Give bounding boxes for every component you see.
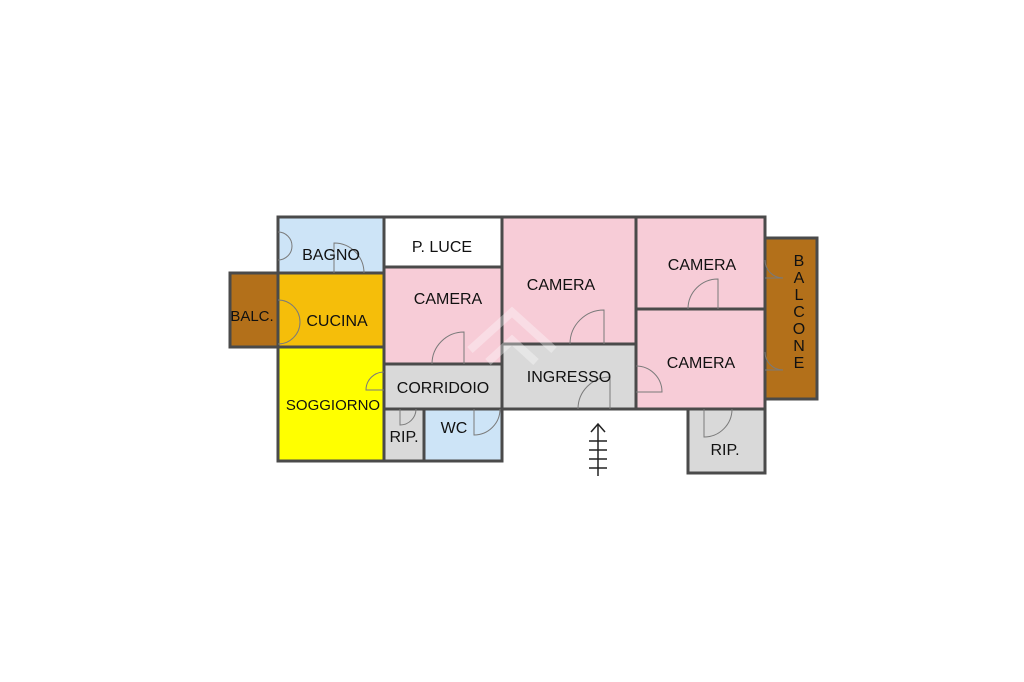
label-balcone-letter: C [793, 304, 805, 321]
door-soggiorno [365, 371, 385, 391]
label-cucina: CUCINA [306, 313, 368, 330]
door-bagno-side [277, 231, 293, 261]
label-balc: BALC. [230, 308, 273, 325]
room-labels: BAGNO P. LUCE CAMERA CAMERA CAMERA CAMER… [230, 239, 805, 459]
camera-2-area [502, 217, 636, 344]
label-balcone-letter: E [794, 355, 805, 372]
label-balcone-letter: N [793, 338, 805, 355]
entrance-stairs-icon [589, 422, 607, 476]
balc-area [230, 273, 278, 347]
label-soggiorno: SOGGIORNO [286, 397, 380, 414]
soggiorno-area [278, 347, 384, 461]
corridoio-area [384, 364, 502, 409]
label-balcone-letter: B [794, 253, 805, 270]
label-ingresso: INGRESSO [527, 369, 611, 386]
rip-2-wall [686, 409, 767, 475]
door-camera-2 [569, 309, 605, 345]
door-camera-1 [431, 331, 465, 365]
balcone-area [765, 238, 817, 399]
walls [228, 215, 819, 475]
door-camera-3 [687, 278, 719, 310]
cucina-area [278, 273, 384, 347]
label-rip-2: RIP. [710, 442, 739, 459]
label-camera-1: CAMERA [414, 291, 483, 308]
camera-1-area [384, 267, 502, 364]
rip-1-area [384, 409, 424, 461]
door-rip-1 [399, 408, 417, 426]
balc-wall [228, 271, 278, 349]
door-balcone-2 [764, 351, 784, 371]
balcone-wall [765, 236, 819, 401]
door-balcone-1 [764, 259, 784, 279]
watermark-logo [467, 306, 557, 365]
camera-3-area [636, 217, 765, 309]
label-bagno: BAGNO [302, 247, 360, 264]
label-balcone-letter: A [794, 270, 805, 287]
label-camera-4: CAMERA [667, 355, 736, 372]
rip-2-area [688, 409, 765, 473]
doors [277, 231, 784, 438]
bagno-area [278, 217, 384, 273]
label-camera-3: CAMERA [668, 257, 737, 274]
label-balcone-letter: O [793, 321, 805, 338]
room-fills [230, 217, 817, 473]
door-balc [277, 299, 301, 345]
ingresso-area [502, 344, 636, 409]
door-bagno [333, 242, 365, 274]
door-wc [473, 408, 501, 436]
label-corridoio: CORRIDOIO [397, 380, 489, 397]
label-p-luce: P. LUCE [412, 239, 472, 256]
label-balcone-letter: L [795, 287, 804, 304]
label-wc: WC [441, 420, 468, 437]
door-ingresso-right [635, 365, 663, 393]
door-camera-4 [703, 408, 733, 438]
door-ingresso [577, 376, 611, 410]
wc-area [424, 409, 502, 461]
label-camera-2: CAMERA [527, 277, 596, 294]
p-luce-area [384, 217, 502, 267]
label-rip-1: RIP. [389, 429, 418, 446]
